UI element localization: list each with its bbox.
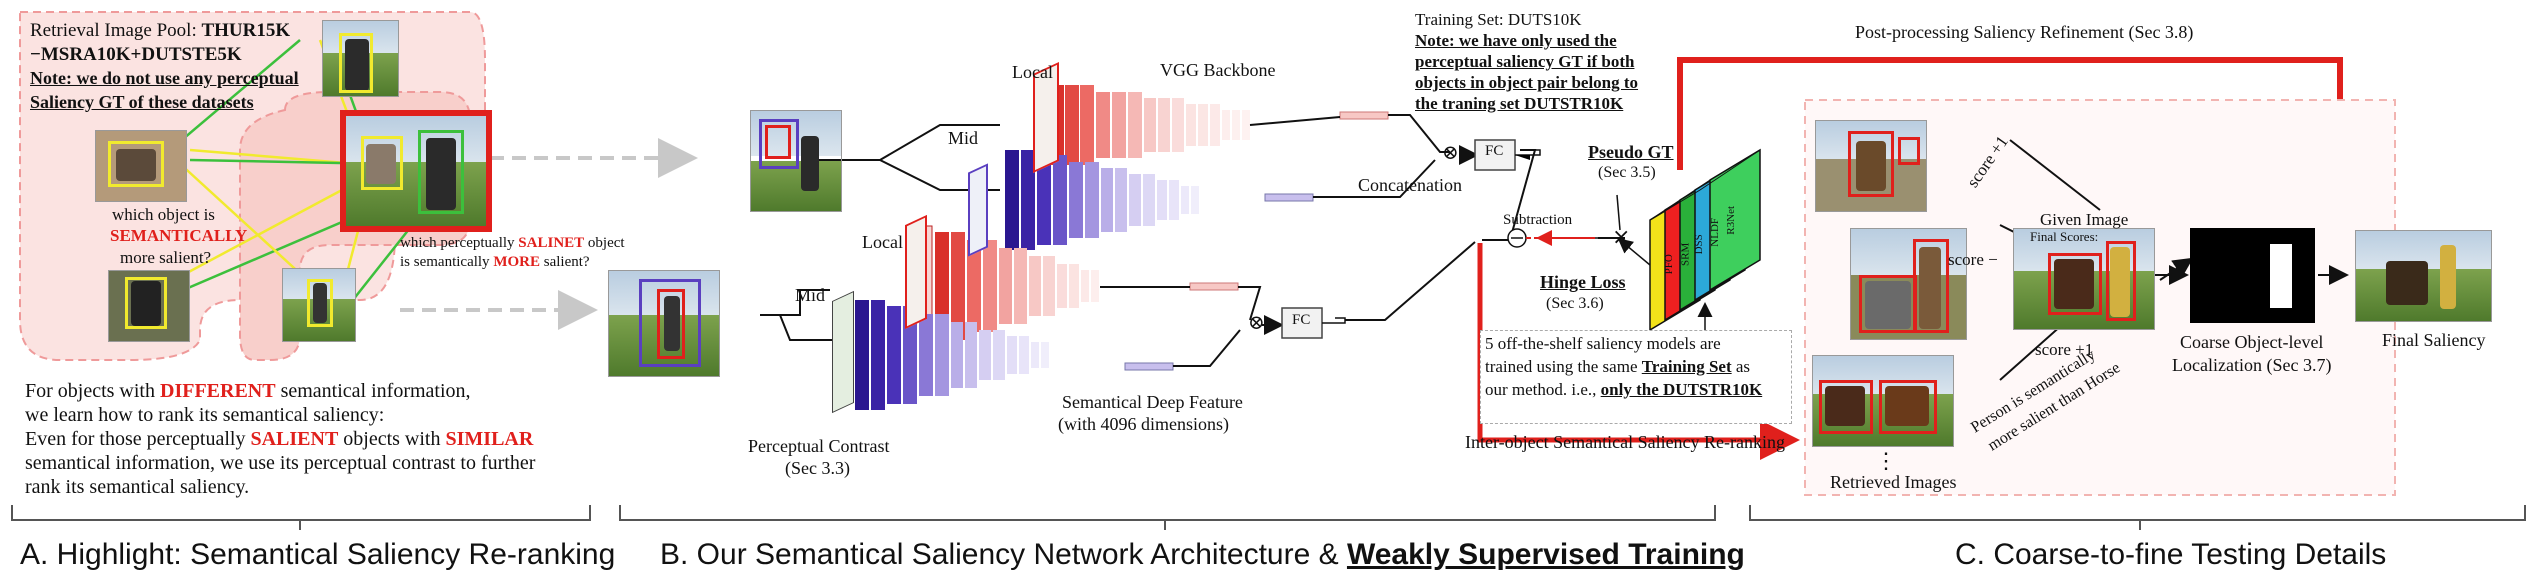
otimes-bottom: ⊗ [1248, 312, 1265, 334]
models-note-box [1480, 330, 1792, 424]
models-note-3: our method. i.e., only the DUTSTR10K [1485, 380, 1763, 399]
pool-label: Retrieval Image Pool: THUR15K [30, 20, 290, 42]
saliency-model-stack [1649, 148, 1761, 332]
score-plus1: score +1 [2035, 340, 2094, 359]
pseudo-gt: Pseudo GT [1588, 142, 1674, 162]
pool-image-border-collie [108, 270, 190, 342]
hinge-loss: Hinge Loss [1540, 272, 1626, 292]
model-label-0: PFO [1662, 254, 1675, 275]
coarse-label-2: Localization (Sec 3.7) [2172, 355, 2332, 375]
fc-bottom-label: FC [1292, 312, 1311, 328]
inter-object-label: Inter-object Semantical Saliency Re-rank… [1465, 432, 1786, 452]
retrieved-image-rider [1815, 120, 1927, 212]
final-scores-label: Final Scores: [2030, 229, 2099, 244]
note-line1: Note: we do not use any perceptual [30, 68, 299, 88]
label-mid-bottom: Mid [795, 285, 826, 305]
model-label-1: SRM [1679, 242, 1692, 266]
retrieved-label: Retrieved Images [1830, 472, 1957, 492]
training-note-3: objects in object pair belong to [1415, 73, 1639, 92]
pool-image-walker [282, 268, 356, 342]
label-local-top: Local [1012, 62, 1053, 82]
label-mid-top: Mid [948, 128, 979, 148]
local-crop-lower [905, 214, 927, 330]
pool-sets-line2: −MSRA10K+DUTSTE5K [30, 44, 242, 65]
perc-question-line2: is semantically MORE salient? [400, 254, 590, 270]
hinge-sec: (Sec 3.6) [1546, 295, 1604, 312]
sem-feat-1: Semantical Deep Feature [1062, 392, 1243, 412]
pool-image-woman-dog [322, 20, 399, 97]
text-line5: rank its semantical saliency. [25, 476, 250, 498]
which-line3: more salient? [120, 248, 212, 267]
score-minus: score − [1948, 250, 1998, 269]
training-note-1: Note: we have only used the [1415, 31, 1617, 50]
lower-network-branch [760, 225, 1346, 410]
sem-feat-2: (with 4096 dimensions) [1058, 414, 1229, 434]
models-note-1: 5 off-the-shelf saliency models are [1485, 334, 1721, 353]
model-label-3: NLDF [1709, 217, 1722, 247]
caption-c: C. Coarse-to-fine Testing Details [1955, 538, 2387, 571]
text-line2: we learn how to rank its semantical sali… [25, 404, 385, 426]
which-semantic: SEMANTICALLY [110, 226, 248, 245]
coarse-label-1: Coarse Object-level [2180, 332, 2324, 352]
retrieved-image-horses [1812, 355, 1954, 447]
final-saliency-image [2355, 230, 2492, 322]
upper-network-branch [812, 79, 1541, 250]
pool-label-text: Retrieval Image Pool: [30, 20, 197, 41]
training-note-2: perceptual saliency GT if both [1415, 52, 1635, 71]
which-line1: which object is [112, 205, 215, 224]
input-image-lower [608, 270, 720, 377]
perc-contrast-2: (Sec 3.3) [785, 458, 850, 478]
pool-image-focus [340, 110, 492, 232]
model-label-2: DSS [1692, 234, 1705, 255]
caption-a: A. Highlight: Semantical Saliency Re-ran… [20, 538, 616, 571]
fc-top-label: FC [1485, 143, 1504, 159]
given-image [2013, 228, 2155, 330]
model-label-4: R3Net [1725, 205, 1738, 235]
text-line4: semantical information, we use its perce… [25, 452, 536, 474]
mid-crop-upper [968, 163, 988, 257]
text-line1: For objects with DIFFERENT semantical in… [25, 380, 471, 402]
note-line2: Saliency GT of these datasets [30, 92, 254, 112]
pool-sets-line1: THUR15K [201, 20, 291, 41]
text-line3: Even for those perceptually SALIENT obje… [25, 428, 534, 450]
ellipsis: ⋮ [1875, 448, 1897, 473]
perc-question-line1: which perceptually SALINET object [400, 235, 625, 251]
label-concatenation: Concatenation [1358, 175, 1462, 195]
given-image-label: Given Image [2040, 210, 2129, 229]
otimes-top: ⊗ [1442, 142, 1459, 164]
retrieved-image-elephant [1850, 228, 1967, 340]
coarse-mask [2190, 228, 2315, 323]
post-processing-label: Post-processing Saliency Refinement (Sec… [1855, 22, 2194, 42]
perceptual-contrast-crop [832, 290, 854, 414]
pseudo-gt-sec: (Sec 3.5) [1598, 164, 1656, 181]
coarse-mask-object [2270, 244, 2292, 308]
training-set: Training Set: DUTS10K [1415, 10, 1582, 29]
caption-b: B. Our Semantical Saliency Network Archi… [660, 538, 1745, 571]
label-vgg-backbone: VGG Backbone [1160, 60, 1276, 80]
pool-image-dog [95, 130, 187, 202]
label-local-bottom: Local [862, 232, 903, 252]
input-image-upper [750, 110, 842, 212]
perc-contrast-1: Perceptual Contrast [748, 436, 890, 456]
subtraction-label: Subtraction [1503, 212, 1573, 228]
final-saliency-label: Final Saliency [2382, 330, 2486, 350]
training-note-4: the traning set DUTSTR10K [1415, 94, 1624, 113]
models-note-2: trained using the same Training Set as [1485, 357, 1751, 376]
